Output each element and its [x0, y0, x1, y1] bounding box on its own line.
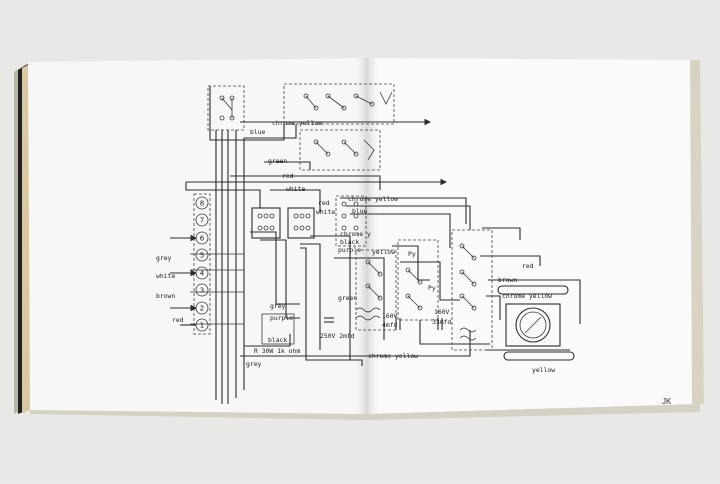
capacitor-left	[324, 317, 334, 323]
page-gutter	[352, 58, 382, 414]
label-cap-mfd-left: 4mfd	[382, 321, 398, 329]
terminal-block-right-top	[335, 195, 367, 247]
label-green-top: green	[268, 157, 287, 165]
label-resistor: R 30W 1k ohm	[254, 347, 300, 355]
switch-group-middle	[299, 129, 381, 171]
terminal-7	[195, 213, 209, 227]
terminal-5	[195, 248, 209, 262]
label-green-relay: green	[338, 294, 357, 302]
terminal-8	[195, 196, 209, 210]
resistor	[261, 313, 295, 345]
label-white-plug: white	[316, 208, 335, 216]
switch-group-top	[283, 83, 395, 125]
terminal-4-label: 4	[200, 270, 205, 278]
label-grey-bottom: grey	[246, 360, 262, 368]
label-chrome-yellow-top: chrome yellow	[272, 119, 322, 127]
label-chrome-yellow-lamp: chrome yellow	[502, 292, 552, 300]
relay-block-right	[451, 229, 493, 351]
terminal-5-label: 5	[200, 252, 204, 260]
label-white-left: white	[156, 272, 175, 280]
label-capacitor-left: 250V 2mfd	[320, 332, 355, 340]
capacitor-pair	[395, 318, 443, 330]
label-grey-lower: grey	[270, 302, 286, 310]
label-cap-160v-right: 160V	[434, 308, 450, 316]
label-purple-small: purple	[338, 246, 361, 254]
relay-block-center	[355, 249, 397, 331]
label-yellow-lamp: yellow	[532, 366, 555, 374]
terminal-1-label: 1	[200, 322, 204, 330]
label-relay-py-top: Py	[408, 250, 416, 258]
label-chrome-yellow-right: chrome yellow	[348, 195, 398, 203]
terminal-6-label: 6	[200, 235, 205, 243]
diagram-labels: chrome yellow blue green red white red c…	[156, 119, 555, 374]
plug-connector-right	[287, 207, 315, 239]
terminal-7-label: 7	[200, 217, 204, 225]
label-black-small: black	[340, 238, 359, 246]
label-blue-top: blue	[250, 128, 266, 136]
label-brown-far-right: brown	[498, 276, 517, 284]
label-grey-left: grey	[156, 254, 172, 262]
label-chrome-yellow-small: chrome y	[340, 230, 371, 238]
label-cap-160v-left: 160V	[382, 312, 398, 320]
label-red-right: red	[318, 199, 330, 207]
plug-connector-left	[251, 207, 281, 239]
label-red-left: red	[172, 316, 184, 324]
terminal-2-label: 2	[200, 305, 204, 313]
terminal-strip: 8 7 6 5 4 3 2 1	[170, 193, 211, 335]
right-page	[366, 58, 692, 414]
label-red-mid: red	[282, 172, 294, 180]
relay-block-py	[397, 239, 439, 321]
terminal-8-label: 8	[200, 200, 204, 208]
label-cap-mfd-right: 33mfd	[432, 318, 451, 326]
circular-lamp	[505, 303, 561, 347]
terminal-3-label: 3	[200, 287, 204, 295]
switch-box-top-left	[207, 85, 245, 131]
label-chrome-yellow-bottom: chrome yellow	[368, 352, 418, 360]
page-folio: JK	[662, 397, 672, 406]
label-white-mid: white	[286, 185, 305, 193]
terminal-3	[195, 283, 209, 297]
label-black-lower: black	[268, 336, 287, 344]
lamp-tube-top	[497, 285, 569, 295]
wiring-diagram: 8 7 6 5 4 3 2 1	[170, 83, 581, 404]
wire-bundle	[185, 86, 581, 404]
label-yellow-relay: yellow	[372, 248, 395, 256]
lamp-tube-bottom	[503, 351, 575, 361]
label-purple-lower: purple	[270, 314, 293, 322]
label-relay-py-mid: Py	[428, 284, 436, 292]
label-brown-left: brown	[156, 292, 175, 300]
label-red-far-right: red	[522, 262, 534, 270]
label-blue-right: blue	[352, 207, 368, 215]
